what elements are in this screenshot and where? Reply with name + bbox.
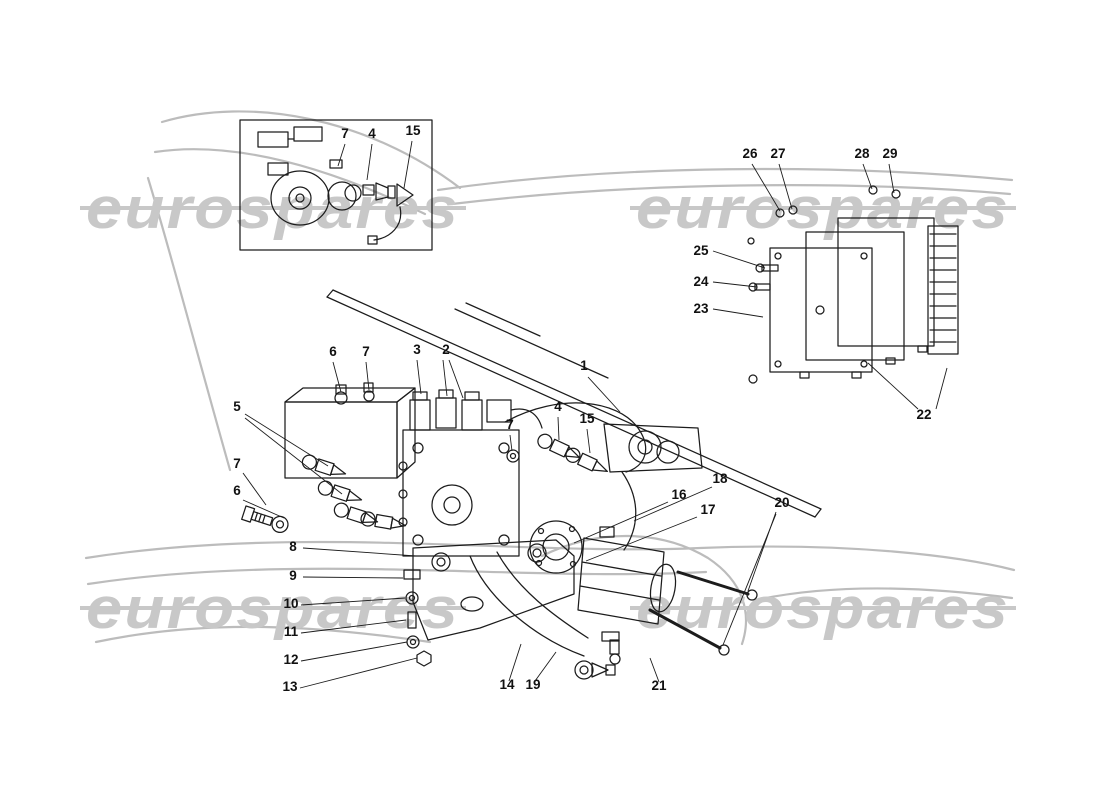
mounting-plate xyxy=(412,539,575,641)
hydraulic-hoses xyxy=(469,402,647,657)
watermark-text: eurospares xyxy=(636,576,1010,641)
mounting-studs xyxy=(648,570,758,656)
callout-3: 3 xyxy=(413,342,421,357)
reservoir-box xyxy=(284,382,416,479)
callout-10: 10 xyxy=(283,596,298,611)
inset-frame xyxy=(239,119,433,251)
watermark-layer: eurospares eurospares eurospares eurospa… xyxy=(80,176,1016,641)
banjo-bolt-and-washer xyxy=(241,505,289,534)
valve-block xyxy=(398,389,543,557)
callout-19: 19 xyxy=(525,677,540,692)
callout-14: 14 xyxy=(499,677,515,692)
callout-7: 7 xyxy=(341,126,349,141)
callout-7: 7 xyxy=(233,456,241,471)
callout-4: 4 xyxy=(554,399,562,414)
plate-hardware xyxy=(403,569,432,667)
elbow-fitting xyxy=(601,631,621,665)
callout-15: 15 xyxy=(579,411,595,426)
solenoid-valve xyxy=(461,399,483,431)
watermark-text: eurospares xyxy=(86,576,460,641)
callout-27: 27 xyxy=(770,146,785,161)
callout-28: 28 xyxy=(854,146,870,161)
callout-8: 8 xyxy=(289,539,297,554)
callout-29: 29 xyxy=(882,146,897,161)
callout-4: 4 xyxy=(368,126,376,141)
ecu-screws xyxy=(747,185,901,384)
callout-1: 1 xyxy=(580,358,588,373)
callout-7: 7 xyxy=(506,417,514,432)
callout-18: 18 xyxy=(712,471,728,486)
solenoid-valve xyxy=(409,399,431,431)
callout-6: 6 xyxy=(329,344,337,359)
watermark-text: eurospares xyxy=(86,176,460,241)
watermark-text: eurospares xyxy=(636,176,1010,241)
callout-2: 2 xyxy=(442,342,450,357)
leader-lines xyxy=(242,140,948,689)
union-fittings xyxy=(299,431,611,534)
callout-7: 7 xyxy=(362,344,370,359)
hose-coupling xyxy=(574,660,616,680)
callout-26: 26 xyxy=(742,146,758,161)
callout-23: 23 xyxy=(693,301,709,316)
callout-9: 9 xyxy=(289,568,297,583)
callout-20: 20 xyxy=(774,495,789,510)
callout-15: 15 xyxy=(405,123,421,138)
callout-13: 13 xyxy=(282,679,298,694)
callout-16: 16 xyxy=(671,487,687,502)
chassis-panel xyxy=(326,289,822,518)
callout-12: 12 xyxy=(283,652,298,667)
connector-block xyxy=(486,399,512,423)
callout-25: 25 xyxy=(693,243,709,258)
callout-5: 5 xyxy=(233,399,241,414)
callout-22: 22 xyxy=(916,407,931,422)
ecu-connector xyxy=(927,225,959,355)
inset-pump-assembly xyxy=(239,119,433,251)
solenoid-valve xyxy=(435,397,457,429)
callout-17: 17 xyxy=(700,502,715,517)
ecu-stack xyxy=(769,217,959,379)
line-art xyxy=(239,119,959,680)
callout-11: 11 xyxy=(284,624,299,639)
pump-bracket xyxy=(603,423,703,473)
callout-6: 6 xyxy=(233,483,241,498)
pump-motor-assembly xyxy=(529,520,677,625)
callout-24: 24 xyxy=(693,274,709,289)
callout-21: 21 xyxy=(651,678,667,693)
